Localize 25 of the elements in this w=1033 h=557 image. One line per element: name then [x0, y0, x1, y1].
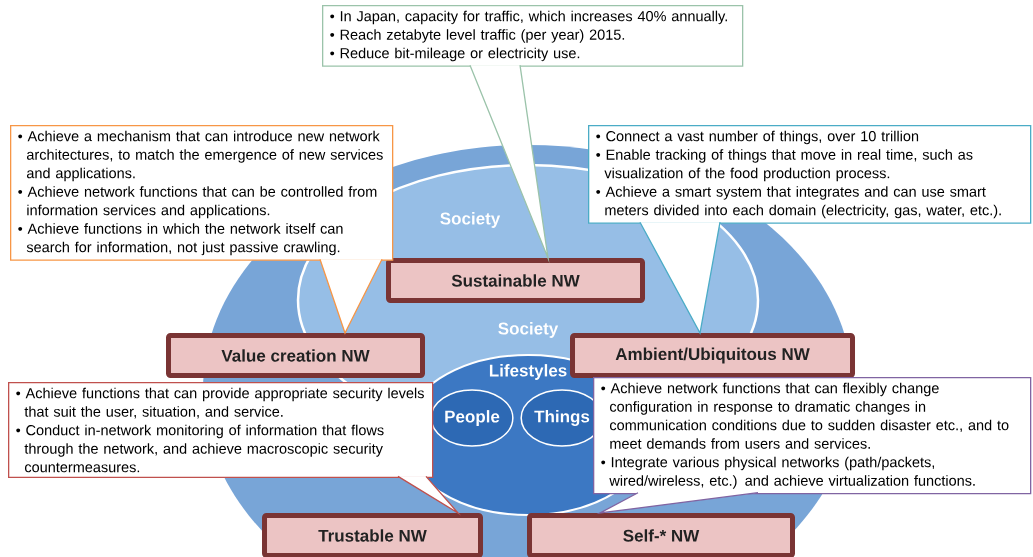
bullet-item: • Reach zetabyte level traffic (per year) 2015.: [330, 29, 625, 43]
network-label: Ambient/Ubiquitous NW: [570, 333, 855, 378]
bullet-item: • Achieve network functions that can flexibly change configuration in response to dramatic changes in communication conditions due to sudden disaster etc., and to meet demands from users and services.: [601, 382, 1009, 449]
zone-label: Society: [440, 212, 501, 228]
bullet-item: • Conduct in-network monitoring of information that flows through the network, and achieve macroscopic security countermeasures.: [16, 424, 384, 473]
bullet-item: • Reduce bit-mileage or electricity use.: [330, 47, 580, 62]
bullet-item: • In Japan, capacity for traffic, which increases 40% annually.: [330, 10, 727, 25]
zone-label: Society: [498, 322, 559, 338]
bullet-item: • Achieve a smart system that integrates and can use smart meters divided into each domain (electricity, gas, water, etc.).: [596, 186, 1001, 219]
bullet-item: • Achieve functions that can provide appropriate security levels that suit the user, situation, and service.: [16, 387, 424, 419]
speech-bubble: [10, 125, 394, 335]
bullet-item: • Achieve functions in which the network itself can search for information, not just passive crawling.: [18, 223, 343, 256]
bullet-item: • Connect a vast number of things, over 10 trillion: [596, 130, 919, 145]
bullet-item: • Achieve a mechanism that can introduce new network architectures, to match the emergence of new services and applications.: [18, 130, 383, 182]
zone-label: Lifestyles: [489, 364, 567, 380]
speech-bubble: [593, 377, 1032, 515]
bullet-item: • Enable tracking of things that move in real time, such as visualization of the food production process.: [596, 149, 973, 182]
ellipse-bubble: People: [430, 389, 514, 447]
network-label: Value creation NW: [166, 333, 425, 378]
network-label: Sustainable NW: [386, 258, 645, 303]
speech-bubble: [588, 125, 1032, 335]
bullet-item: • Integrate various physical networks (path/packets, wired/wireless, etc.) and achieve virtualization functions.: [601, 456, 975, 489]
bullet-item: • Achieve network functions that can be controlled from information services and applications.: [18, 186, 377, 219]
network-label: Self-* NW: [527, 513, 795, 557]
network-label: Trustable NW: [262, 513, 483, 557]
